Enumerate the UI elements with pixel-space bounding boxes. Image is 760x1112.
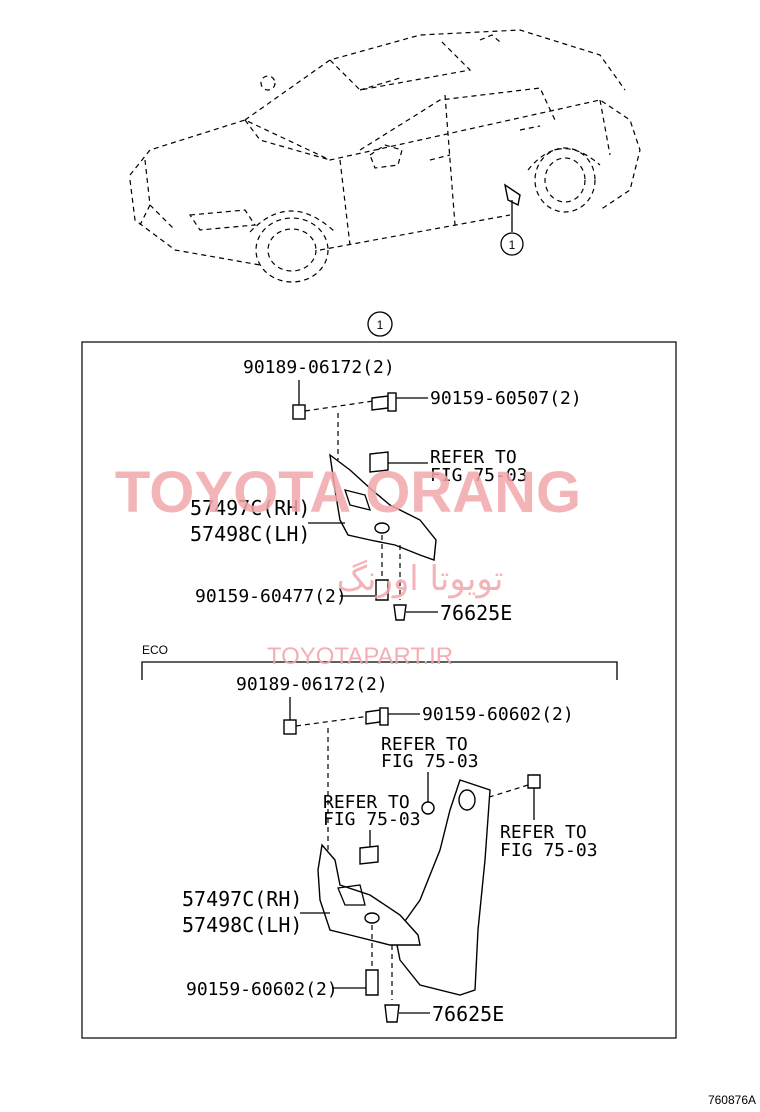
lower-assembly: 90189-06172(2) 90159-60602(2) REFER TO F… bbox=[182, 674, 598, 1026]
mudguard-bracket-lower bbox=[317, 843, 421, 946]
lower-mudguard-rh-label: 57497C(RH) bbox=[182, 887, 302, 911]
upper-bolt-top-label: 90159-60507(2) bbox=[430, 388, 582, 409]
diagram-frame bbox=[81, 341, 677, 1039]
upper-mudguard-lh-label: 57498C(LH) bbox=[190, 522, 310, 546]
lower-nut-top-label: 90189-06172(2) bbox=[236, 674, 388, 695]
clip-nut-icon bbox=[369, 451, 389, 473]
lower-refer-c-label: REFER TO bbox=[500, 822, 587, 843]
clip-icon-lower bbox=[384, 1004, 400, 1023]
lower-refer-a-label: REFER TO bbox=[381, 734, 468, 755]
callout-marker-box: 1 bbox=[377, 318, 384, 332]
lower-bolt-top-label: 90159-60602(2) bbox=[422, 704, 574, 725]
lower-clip-label: 76625E bbox=[432, 1002, 504, 1026]
bolt-icon-lower bbox=[365, 709, 381, 725]
clip-nut-icon-lower bbox=[359, 845, 379, 865]
bolt-bottom-icon-lower bbox=[365, 969, 379, 996]
upper-mudguard-rh-label: 57497C(RH) bbox=[190, 496, 310, 520]
bolt-bottom-icon bbox=[375, 579, 389, 601]
upper-refer-fig-label: FIG 75-03 bbox=[430, 465, 528, 486]
upper-refer-label: REFER TO bbox=[430, 447, 517, 468]
upper-nut-top-label: 90189-06172(2) bbox=[243, 357, 395, 378]
lower-mudguard-lh-label: 57498C(LH) bbox=[182, 913, 302, 937]
eco-label: ECO bbox=[142, 643, 168, 657]
figure-code: 760876A bbox=[708, 1093, 756, 1107]
eco-bracket bbox=[141, 661, 618, 680]
lower-bolt-bottom-label: 90159-60602(2) bbox=[186, 979, 338, 1000]
screw-icon bbox=[527, 774, 541, 789]
lower-refer-a-fig-label: FIG 75-03 bbox=[381, 751, 479, 772]
upper-bolt-bottom-label: 90159-60477(2) bbox=[195, 586, 347, 607]
watermark-brand-fa: تویوتا اورنگ bbox=[337, 559, 504, 599]
upper-assembly: 90189-06172(2) 90159-60507(2) REFER TO F… bbox=[190, 357, 582, 625]
car-illustration: 1 bbox=[129, 29, 641, 283]
callout-marker: 1 bbox=[509, 238, 516, 252]
nut-icon-lower bbox=[283, 719, 297, 735]
lower-refer-b-fig-label: FIG 75-03 bbox=[323, 809, 421, 830]
callout-circle bbox=[367, 311, 393, 337]
nut-icon bbox=[292, 404, 306, 420]
lower-refer-b-label: REFER TO bbox=[323, 792, 410, 813]
watermark-brand: TOYOTA ORANG bbox=[115, 460, 581, 525]
bolt-icon bbox=[371, 395, 389, 411]
upper-clip-label: 76625E bbox=[440, 601, 512, 625]
clip-icon bbox=[393, 604, 407, 621]
grommet-icon bbox=[421, 801, 435, 815]
watermark-site: TOYOTAPART.IR bbox=[267, 643, 453, 670]
lower-refer-c-fig-label: FIG 75-03 bbox=[500, 840, 598, 861]
